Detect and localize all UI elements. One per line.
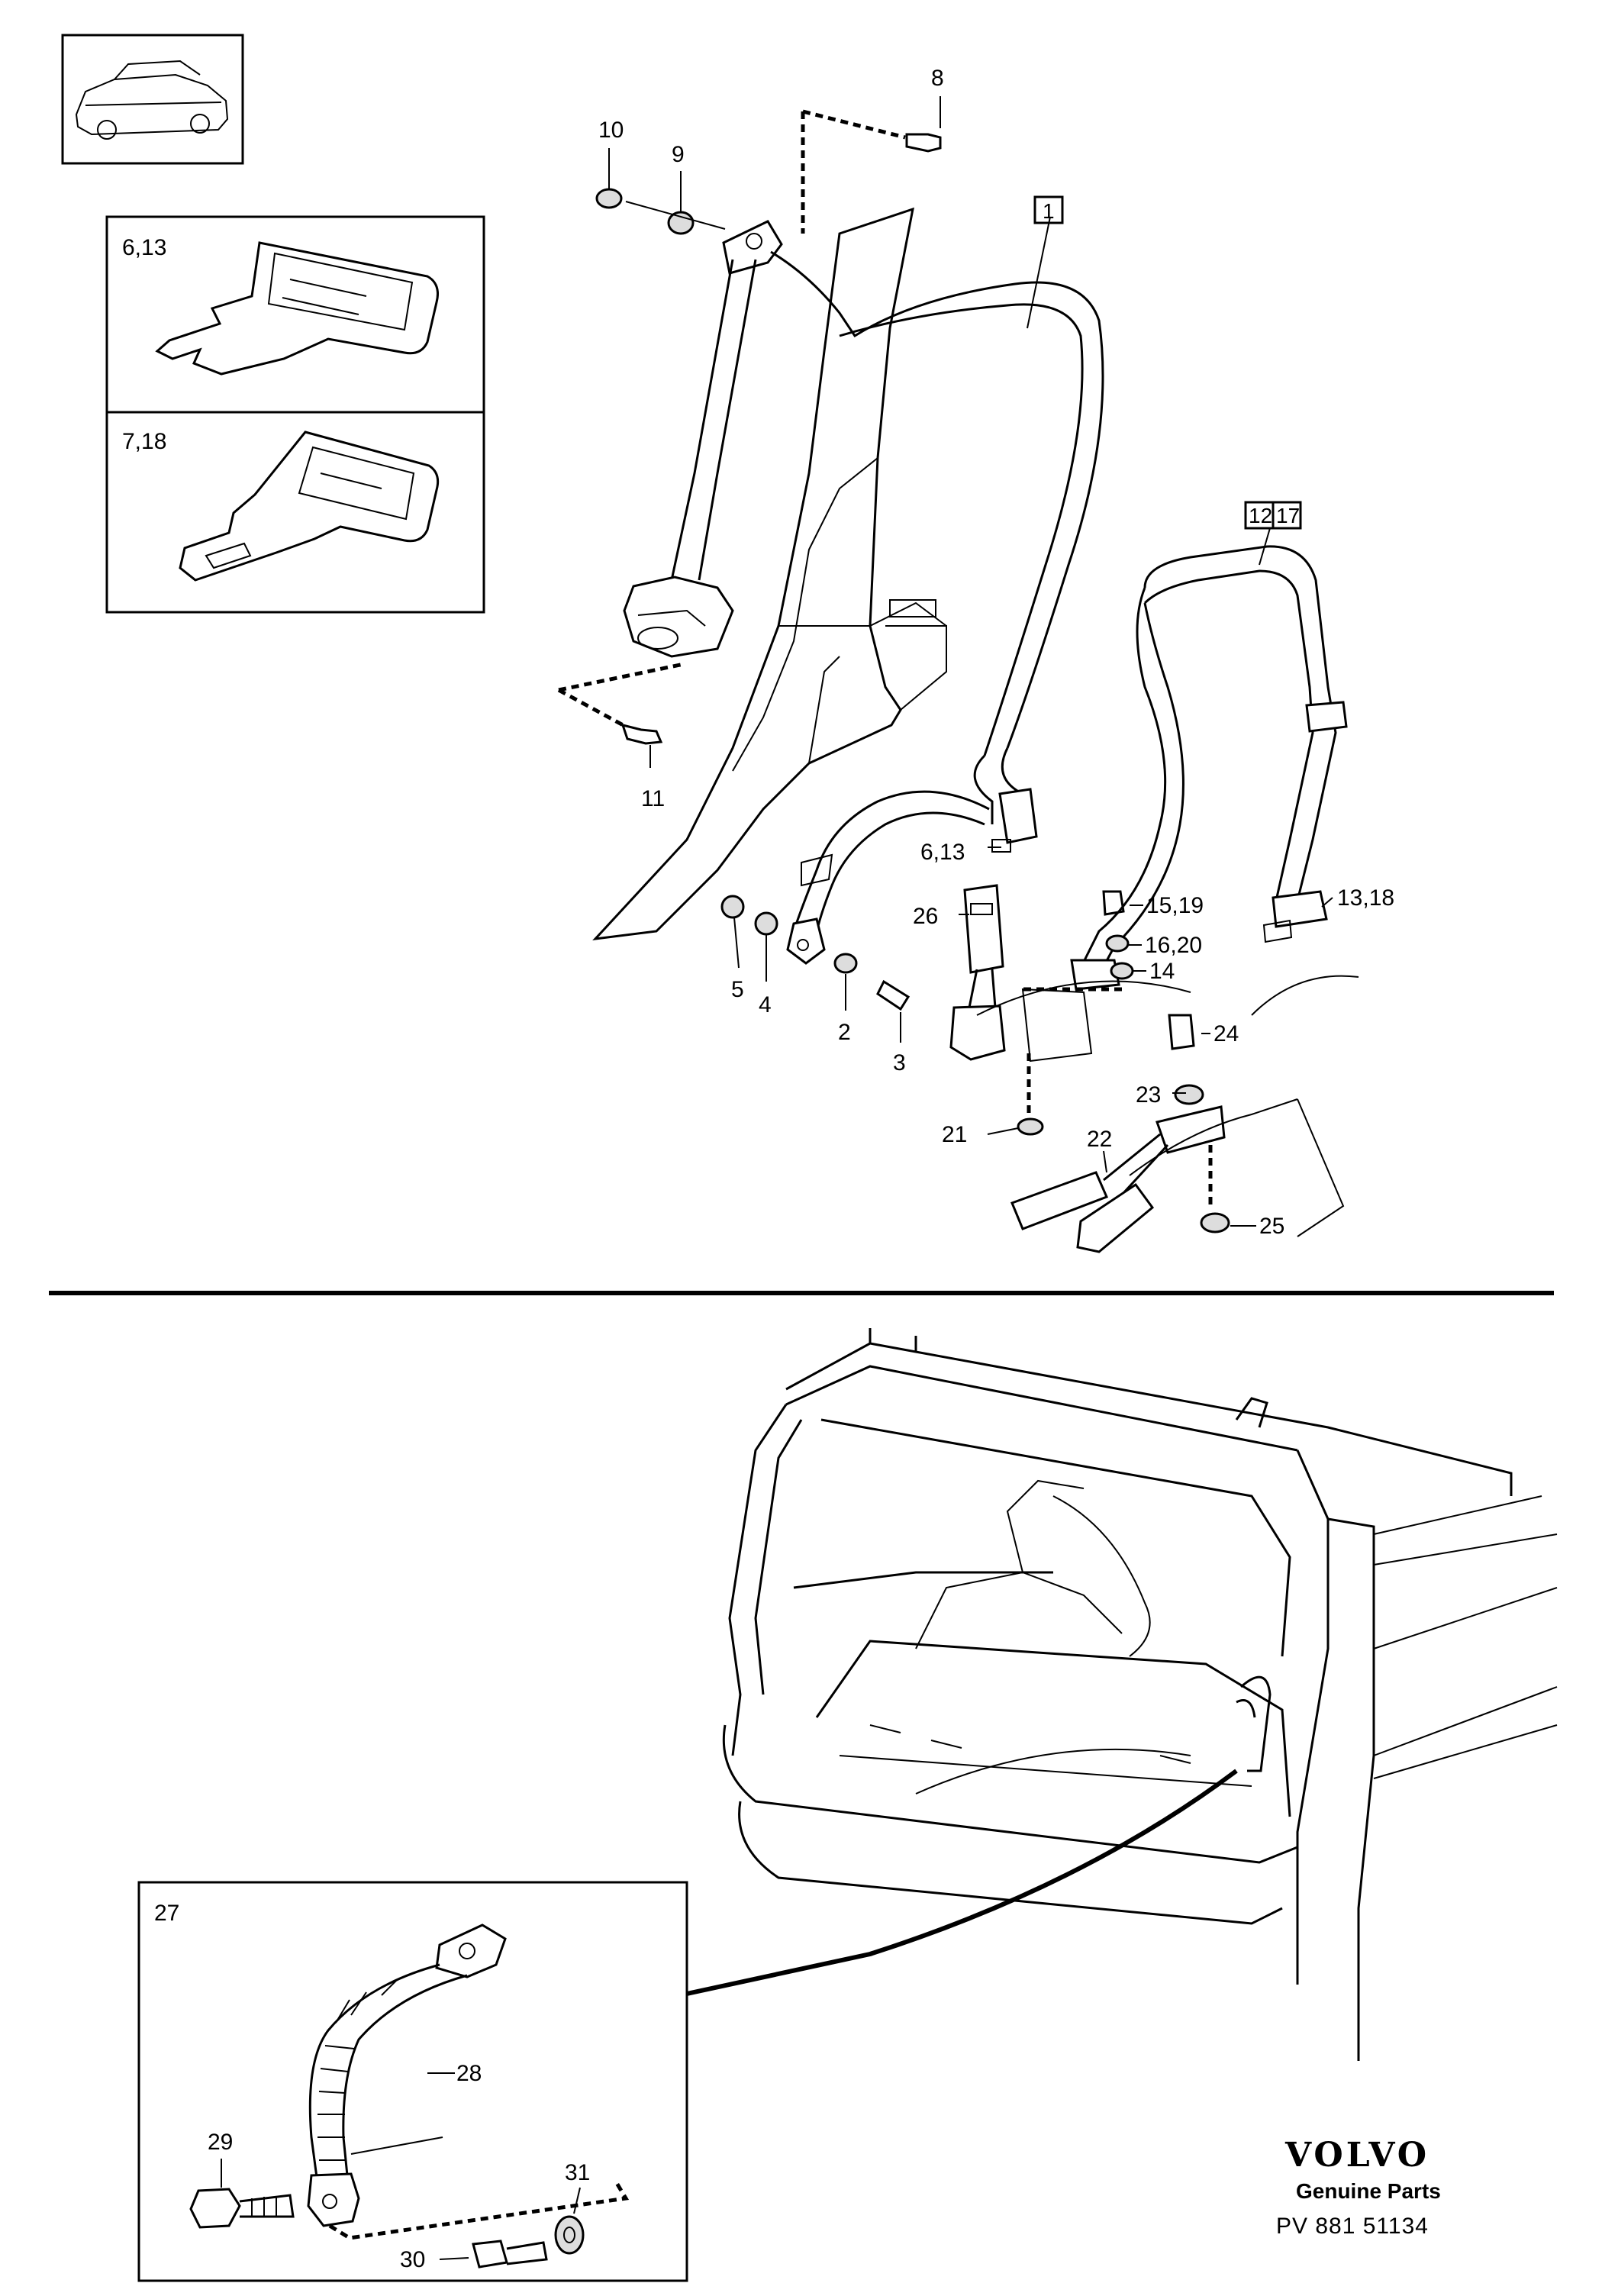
callout-11: 11 [641,786,665,811]
plate-code: PV 881 51134 [1276,2214,1429,2239]
inset-label-6-13: 6,13 [122,235,166,260]
upper-callouts: 8 10 9 11 6,13 13,18 26 15,19 16,20 14 5… [598,66,1394,1239]
callout-9: 9 [672,142,685,167]
callout-30: 30 [400,2247,425,2272]
callout-22: 22 [1087,1127,1112,1152]
rear-belt-assembly: 1 12 17 [949,195,1359,1253]
pillar-trim [592,207,914,940]
tongue-inset-panel: 6,13 7,18 [105,215,485,614]
inset-label-7-18: 7,18 [122,429,166,454]
ref-box-12: 12 [1249,504,1272,527]
callout-25: 25 [1259,1214,1284,1239]
genuine-parts-label: Genuine Parts [1296,2179,1441,2203]
upper-leader-lines [608,96,1333,1227]
callout-16-20: 16,20 [1145,933,1202,958]
ref-box-1: 1 [1043,199,1055,223]
callout-6-13: 6,13 [920,840,965,865]
strap-inset: 27 28 29 30 31 [137,1881,688,2282]
inset-label-27: 27 [154,1901,179,1926]
callout-31: 31 [565,2160,590,2185]
callout-21: 21 [942,1122,967,1147]
callout-26: 26 [913,904,938,929]
volvo-logo: VOLVO [1284,2136,1429,2175]
callout-13-18: 13,18 [1337,885,1394,911]
callout-28: 28 [456,2061,482,2086]
cargo-area-drawing [686,1328,1558,2061]
branding-block: VOLVO Genuine Parts PV 881 51134 [1276,2136,1441,2239]
front-belt-assembly [557,109,1104,1011]
callout-4: 4 [759,992,772,1017]
tongue-6-13-drawing [155,241,439,376]
callout-10: 10 [598,118,624,143]
callout-3: 3 [893,1050,906,1075]
callout-15-19: 15,19 [1146,893,1204,918]
callout-8: 8 [931,66,944,91]
callout-14: 14 [1149,959,1175,984]
callout-29: 29 [208,2130,233,2155]
callout-2: 2 [838,1020,851,1045]
callout-24: 24 [1214,1021,1239,1046]
tongue-7-18-drawing [179,430,440,582]
callout-23: 23 [1136,1082,1161,1108]
ref-box-17: 17 [1276,504,1300,527]
car-thumbnail [61,34,244,165]
callout-5: 5 [731,977,744,1002]
